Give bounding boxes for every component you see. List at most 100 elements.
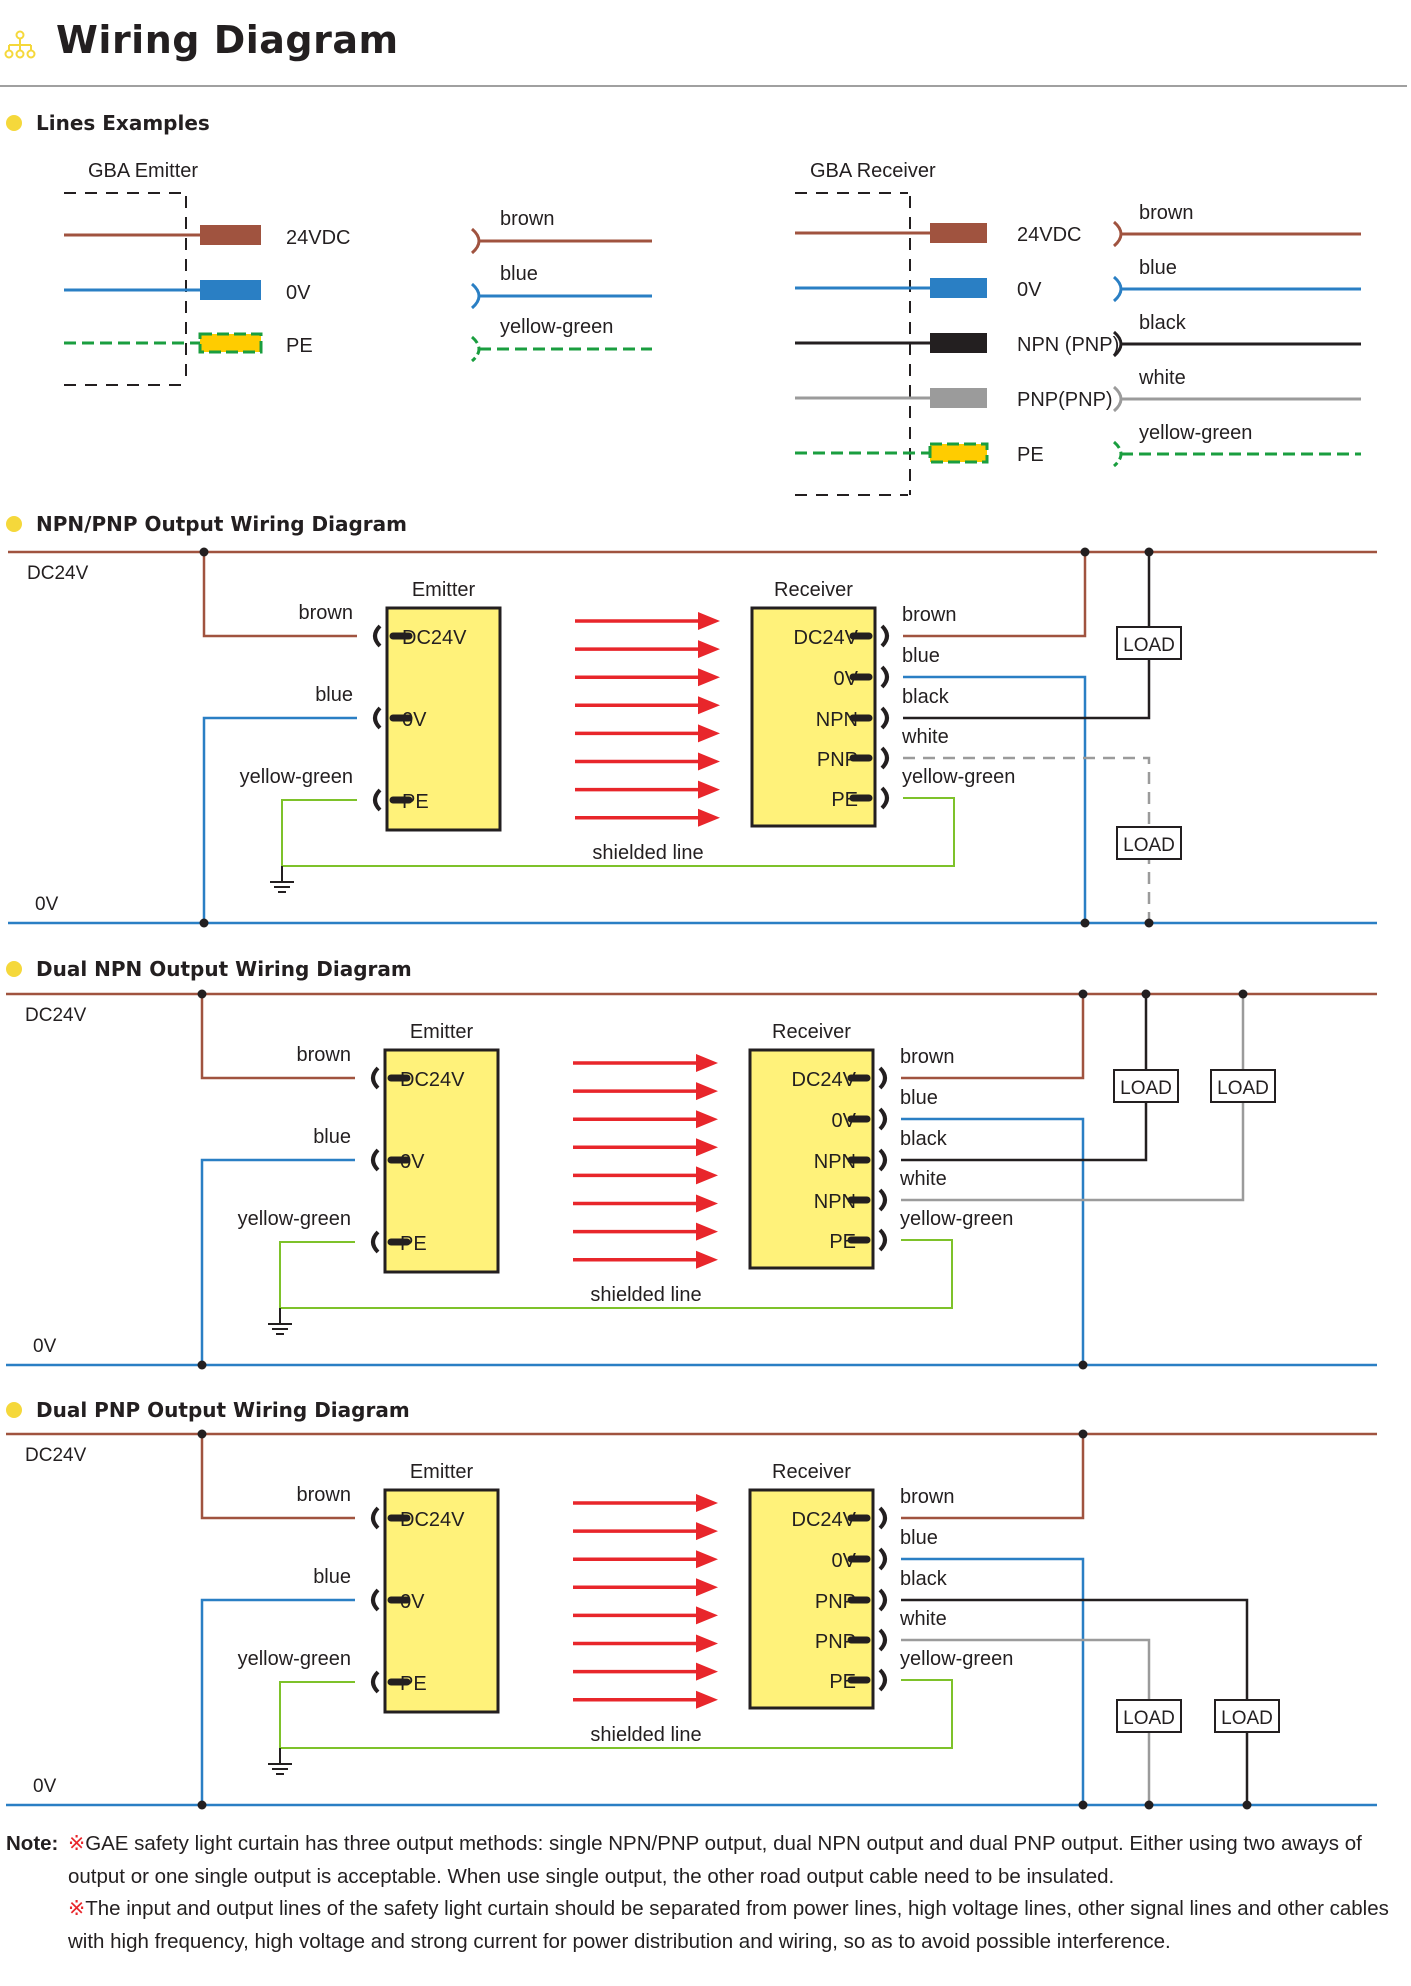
wire-color-label: white xyxy=(1138,367,1186,389)
shielded-line-label: shielded line xyxy=(592,842,703,864)
bracket xyxy=(880,786,889,810)
receiver-wire-label: white xyxy=(901,726,949,748)
section-heading-diagram-1: NPN/PNP Output Wiring Diagram xyxy=(6,512,407,536)
bracket xyxy=(373,788,382,812)
section-heading-diagram-2: Dual NPN Output Wiring Diagram xyxy=(6,957,412,981)
receiver-brown-wire xyxy=(901,994,1085,1080)
receiver-pin-label: PNP xyxy=(815,1591,856,1613)
terminal-block xyxy=(930,333,987,353)
wire-end-hook-icon xyxy=(470,227,481,255)
output-wire-pnp-1 xyxy=(901,1598,1249,1805)
bracket xyxy=(880,624,889,648)
junction-dot xyxy=(1144,918,1154,928)
receiver-pin-label: NPN xyxy=(814,1191,856,1213)
beam-head xyxy=(696,1578,718,1597)
beam-head xyxy=(698,696,720,715)
ground-icon xyxy=(270,866,294,893)
light-beam-arrow xyxy=(573,1166,718,1185)
beam-head xyxy=(698,612,720,630)
beam-head xyxy=(696,1522,718,1541)
bracket xyxy=(878,1628,887,1652)
bracket xyxy=(878,1506,887,1530)
emitter-blue-wire xyxy=(200,1158,355,1365)
junction-dot xyxy=(197,1800,207,1810)
beam-head xyxy=(696,1110,718,1129)
emitter-title: Emitter xyxy=(410,1461,474,1483)
shielded-pe-wire xyxy=(281,797,955,867)
light-beam-arrow xyxy=(573,1578,718,1597)
wire-end-hook-icon xyxy=(1112,220,1123,248)
bus-label-0v: 0V xyxy=(35,894,59,915)
bracket xyxy=(878,1668,887,1692)
emitter-example-title: GBA Emitter xyxy=(88,160,198,182)
emitter-title: Emitter xyxy=(410,1021,474,1043)
load-label: LOAD xyxy=(1217,1078,1269,1099)
section-heading-text: Lines Examples xyxy=(36,111,210,135)
load-box: LOAD xyxy=(1214,1699,1280,1733)
wire-color-label: black xyxy=(1139,312,1187,334)
receiver-wire-label: yellow-green xyxy=(900,1648,1013,1670)
receiver-title: Receiver xyxy=(774,579,853,601)
load-rect xyxy=(1116,626,1182,660)
bracket xyxy=(880,665,889,689)
terminal-block xyxy=(200,225,261,245)
wire-color-label: brown xyxy=(500,208,554,230)
connector-icon xyxy=(847,1588,887,1612)
connector-icon xyxy=(849,706,889,730)
light-beam-arrow xyxy=(573,1662,718,1681)
junction-dot xyxy=(1080,918,1090,928)
receiver-wire-label: brown xyxy=(900,1486,954,1508)
light-beam-arrow xyxy=(575,696,720,715)
load-label: LOAD xyxy=(1120,1078,1172,1099)
bracket xyxy=(880,706,889,730)
load-label: LOAD xyxy=(1123,1708,1175,1729)
receiver-pin-label: NPN xyxy=(816,709,858,731)
load-label: LOAD xyxy=(1123,835,1175,856)
junction-dot xyxy=(1080,547,1090,557)
connector-icon xyxy=(371,1230,411,1254)
wire-color-label: yellow-green xyxy=(500,316,613,338)
light-beam-arrow xyxy=(575,668,720,687)
emitter-pin-label: DC24V xyxy=(400,1069,465,1091)
output-wire-pnp xyxy=(903,756,1151,923)
receiver-wire-label: white xyxy=(899,1168,947,1190)
note-text-1: GAE safety light curtain has three outpu… xyxy=(68,1832,1362,1888)
beam-head xyxy=(698,724,720,743)
wire-color-label: yellow-green xyxy=(1139,422,1252,444)
beam-head xyxy=(698,808,720,827)
receiver-wire-label: brown xyxy=(900,1046,954,1068)
receiver-wire-label: yellow-green xyxy=(902,766,1015,788)
load-rect xyxy=(1113,1069,1179,1103)
bracket xyxy=(878,1066,887,1090)
section-heading-text: Dual PNP Output Wiring Diagram xyxy=(36,1398,410,1422)
wire-end-hook-icon xyxy=(470,335,481,363)
load-label: LOAD xyxy=(1123,635,1175,656)
light-beam-arrow xyxy=(575,612,720,630)
note-label: Note: xyxy=(6,1832,59,1855)
connector-icon xyxy=(371,1148,411,1172)
connector-icon xyxy=(849,786,889,810)
receiver-brown-wire xyxy=(901,1434,1085,1520)
bracket xyxy=(371,1066,380,1090)
wire-end-hook-icon xyxy=(1112,440,1123,468)
shielded-line-label: shielded line xyxy=(590,1724,701,1746)
terminal-block xyxy=(930,388,987,408)
wire-end-hook-icon xyxy=(1112,275,1123,303)
output-wire-npn-1 xyxy=(901,994,1148,1162)
load-box: LOAD xyxy=(1116,626,1182,660)
beam-head xyxy=(698,752,720,771)
beam-head xyxy=(698,668,720,687)
receiver-wire-label: black xyxy=(902,686,950,708)
beam-head xyxy=(696,1194,718,1213)
shielded-pe-wire xyxy=(279,1239,953,1309)
load-rect xyxy=(1116,826,1182,860)
terminal-label: 24VDC xyxy=(286,227,350,249)
reference-mark-icon: ※ xyxy=(68,1832,86,1855)
beam-head xyxy=(696,1606,718,1625)
emitter-wire-label: yellow-green xyxy=(238,1208,351,1230)
bracket xyxy=(880,746,889,770)
load-rect xyxy=(1210,1069,1276,1103)
connector-icon xyxy=(847,1148,887,1172)
emitter-brown-wire xyxy=(202,552,357,638)
